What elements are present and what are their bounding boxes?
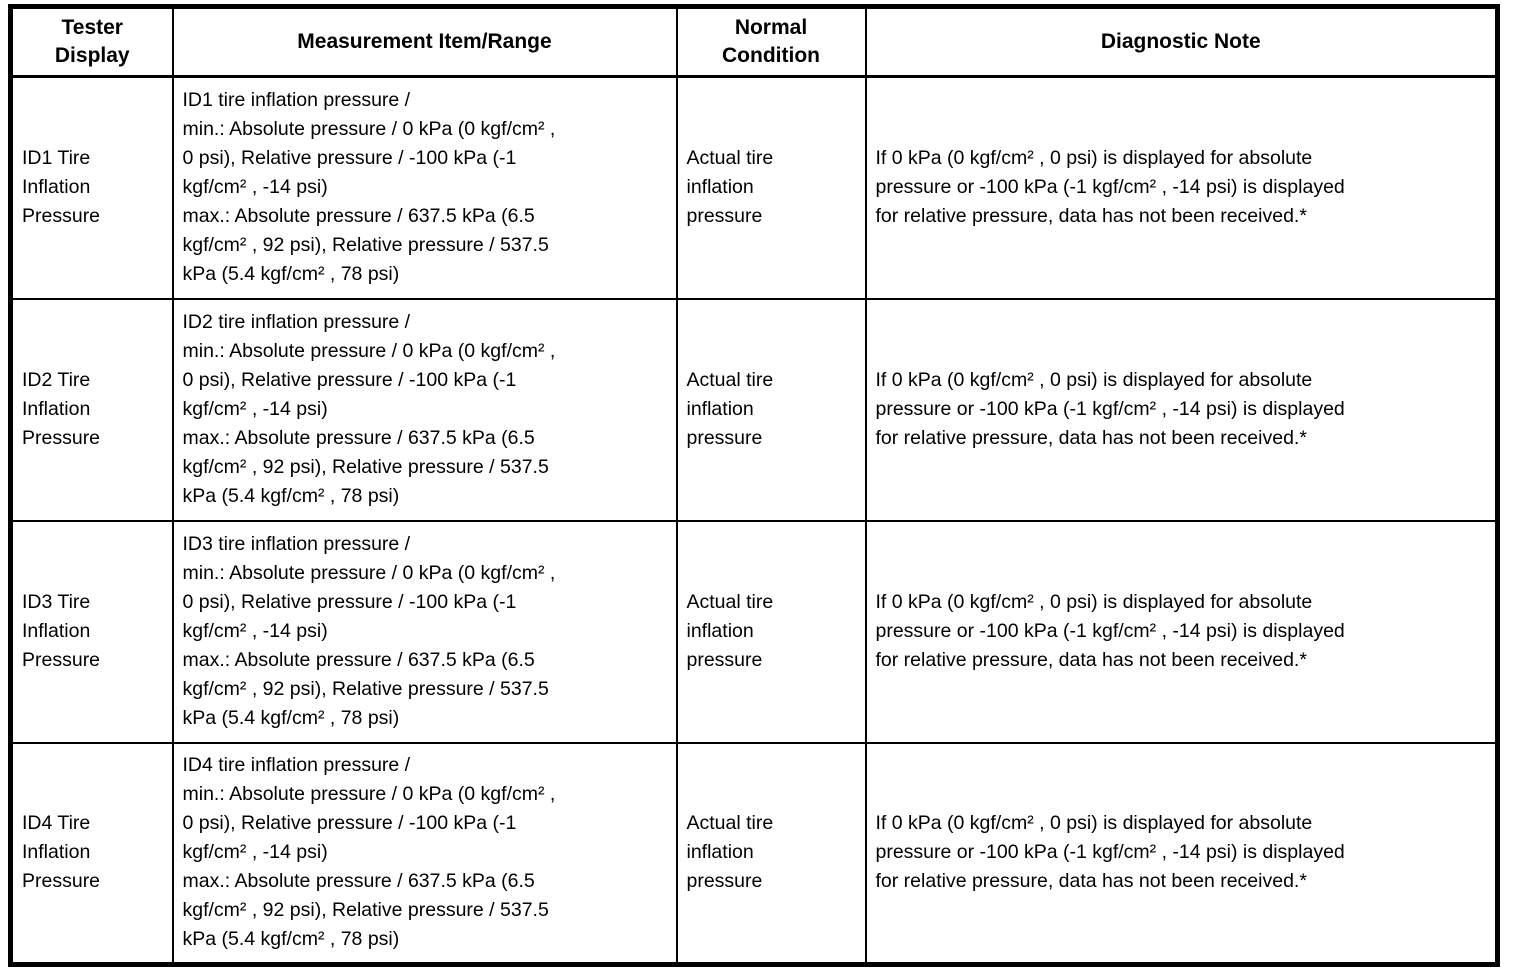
diagnostic-note-cell: If 0 kPa (0 kgf/cm² , 0 psi) is displaye… (864, 297, 1499, 522)
tester-display-cell: ID4 Tire Inflation Pressure (9, 741, 174, 966)
normal-condition-cell: Actual tire inflation pressure (675, 297, 867, 522)
diagnostic-note-cell: If 0 kPa (0 kgf/cm² , 0 psi) is displaye… (864, 741, 1499, 966)
table-row: ID2 Tire Inflation Pressure ID2 tire inf… (9, 297, 1499, 522)
measurement-item-range-cell: ID1 tire inflation pressure / min.: Abso… (171, 75, 678, 300)
column-header-diagnostic-note: Diagnostic Note (864, 5, 1499, 78)
table-row: ID1 Tire Inflation Pressure ID1 tire inf… (9, 75, 1499, 300)
tester-display-cell: ID3 Tire Inflation Pressure (9, 519, 174, 744)
tester-display-cell: ID1 Tire Inflation Pressure (9, 75, 174, 300)
document-page: Tester Display Measurement Item/Range No… (8, 4, 1500, 967)
column-header-tester-display: Tester Display (9, 5, 174, 78)
normal-condition-cell: Actual tire inflation pressure (675, 519, 867, 744)
normal-condition-cell: Actual tire inflation pressure (675, 741, 867, 966)
tester-display-cell: ID2 Tire Inflation Pressure (9, 297, 174, 522)
measurement-item-range-cell: ID4 tire inflation pressure / min.: Abso… (171, 741, 678, 966)
measurement-item-range-cell: ID3 tire inflation pressure / min.: Abso… (171, 519, 678, 744)
table-row: ID3 Tire Inflation Pressure ID3 tire inf… (9, 519, 1499, 744)
header-row: Tester Display Measurement Item/Range No… (9, 5, 1499, 78)
measurement-item-range-cell: ID2 tire inflation pressure / min.: Abso… (171, 297, 678, 522)
table-row: ID4 Tire Inflation Pressure ID4 tire inf… (9, 741, 1499, 966)
column-header-normal-condition: Normal Condition (675, 5, 867, 78)
normal-condition-cell: Actual tire inflation pressure (675, 75, 867, 300)
diagnostic-data-table: Tester Display Measurement Item/Range No… (8, 4, 1500, 967)
diagnostic-note-cell: If 0 kPa (0 kgf/cm² , 0 psi) is displaye… (864, 519, 1499, 744)
column-header-measurement-item-range: Measurement Item/Range (171, 5, 678, 78)
diagnostic-note-cell: If 0 kPa (0 kgf/cm² , 0 psi) is displaye… (864, 75, 1499, 300)
